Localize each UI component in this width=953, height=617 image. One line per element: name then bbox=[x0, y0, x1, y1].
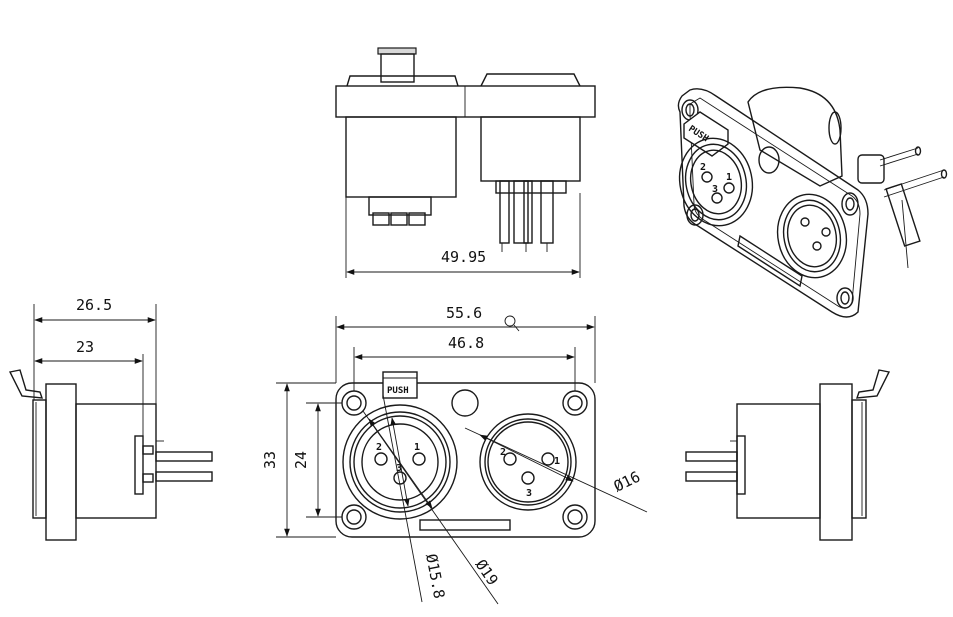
top-flange bbox=[335, 85, 596, 118]
dim-male-diameter: Ø16 bbox=[611, 468, 643, 496]
female-pin-2 bbox=[374, 452, 388, 466]
push-latch bbox=[382, 371, 418, 399]
svg-text:2: 2 bbox=[376, 442, 382, 453]
right-side-view bbox=[685, 369, 891, 541]
dim-female-diameter-a: Ø15.8 bbox=[422, 552, 448, 600]
led-hole bbox=[451, 389, 479, 417]
mounting-hole-bottom-right bbox=[562, 504, 588, 530]
front-view: PUSH 2 1 3 2 1 3 5 bbox=[261, 304, 648, 605]
iso-female-connector: 2 1 3 bbox=[678, 137, 754, 227]
iso-male-connector bbox=[776, 193, 848, 279]
label-slot bbox=[419, 519, 511, 531]
svg-text:3: 3 bbox=[526, 488, 532, 499]
top-latch-tab bbox=[377, 47, 417, 55]
left-flange bbox=[45, 383, 77, 541]
left-side-view: 26.5 23 bbox=[8, 296, 213, 541]
male-connector: 2 1 3 bbox=[479, 413, 577, 511]
svg-text:3: 3 bbox=[712, 184, 718, 195]
svg-text:1: 1 bbox=[414, 442, 420, 453]
male-pin-3 bbox=[521, 471, 535, 485]
dim-depth-body: 23 bbox=[76, 338, 94, 356]
dim-inner-height: 24 bbox=[292, 451, 310, 469]
top-female-body bbox=[345, 116, 457, 198]
dim-depth-total: 26.5 bbox=[76, 296, 112, 314]
svg-text:2: 2 bbox=[500, 447, 506, 458]
dim-front-height: 33 bbox=[261, 451, 279, 469]
top-view: 49.95 bbox=[335, 47, 596, 278]
dim-female-diameter-b: Ø19 bbox=[472, 556, 502, 589]
dim-front-width: 55.6 bbox=[446, 304, 482, 322]
top-male-body bbox=[480, 116, 581, 182]
iso-front-plate bbox=[677, 88, 869, 318]
right-flange bbox=[819, 383, 853, 541]
svg-text:1: 1 bbox=[726, 172, 732, 183]
mounting-hole-bottom-left bbox=[341, 504, 367, 530]
isometric-view: PUSH 2 1 3 bbox=[677, 86, 948, 318]
svg-text:2: 2 bbox=[700, 162, 706, 173]
svg-text:1: 1 bbox=[554, 456, 560, 467]
female-pin-1 bbox=[412, 452, 426, 466]
dim-top-width: 49.95 bbox=[441, 248, 486, 266]
mounting-hole-top-left bbox=[341, 390, 367, 416]
mounting-hole-top-right bbox=[562, 390, 588, 416]
dim-hole-spacing: 46.8 bbox=[448, 334, 484, 352]
male-pin-1 bbox=[541, 452, 555, 466]
front-plate bbox=[335, 382, 596, 538]
push-label: PUSH bbox=[387, 386, 409, 396]
magnifier-icon bbox=[504, 315, 520, 332]
